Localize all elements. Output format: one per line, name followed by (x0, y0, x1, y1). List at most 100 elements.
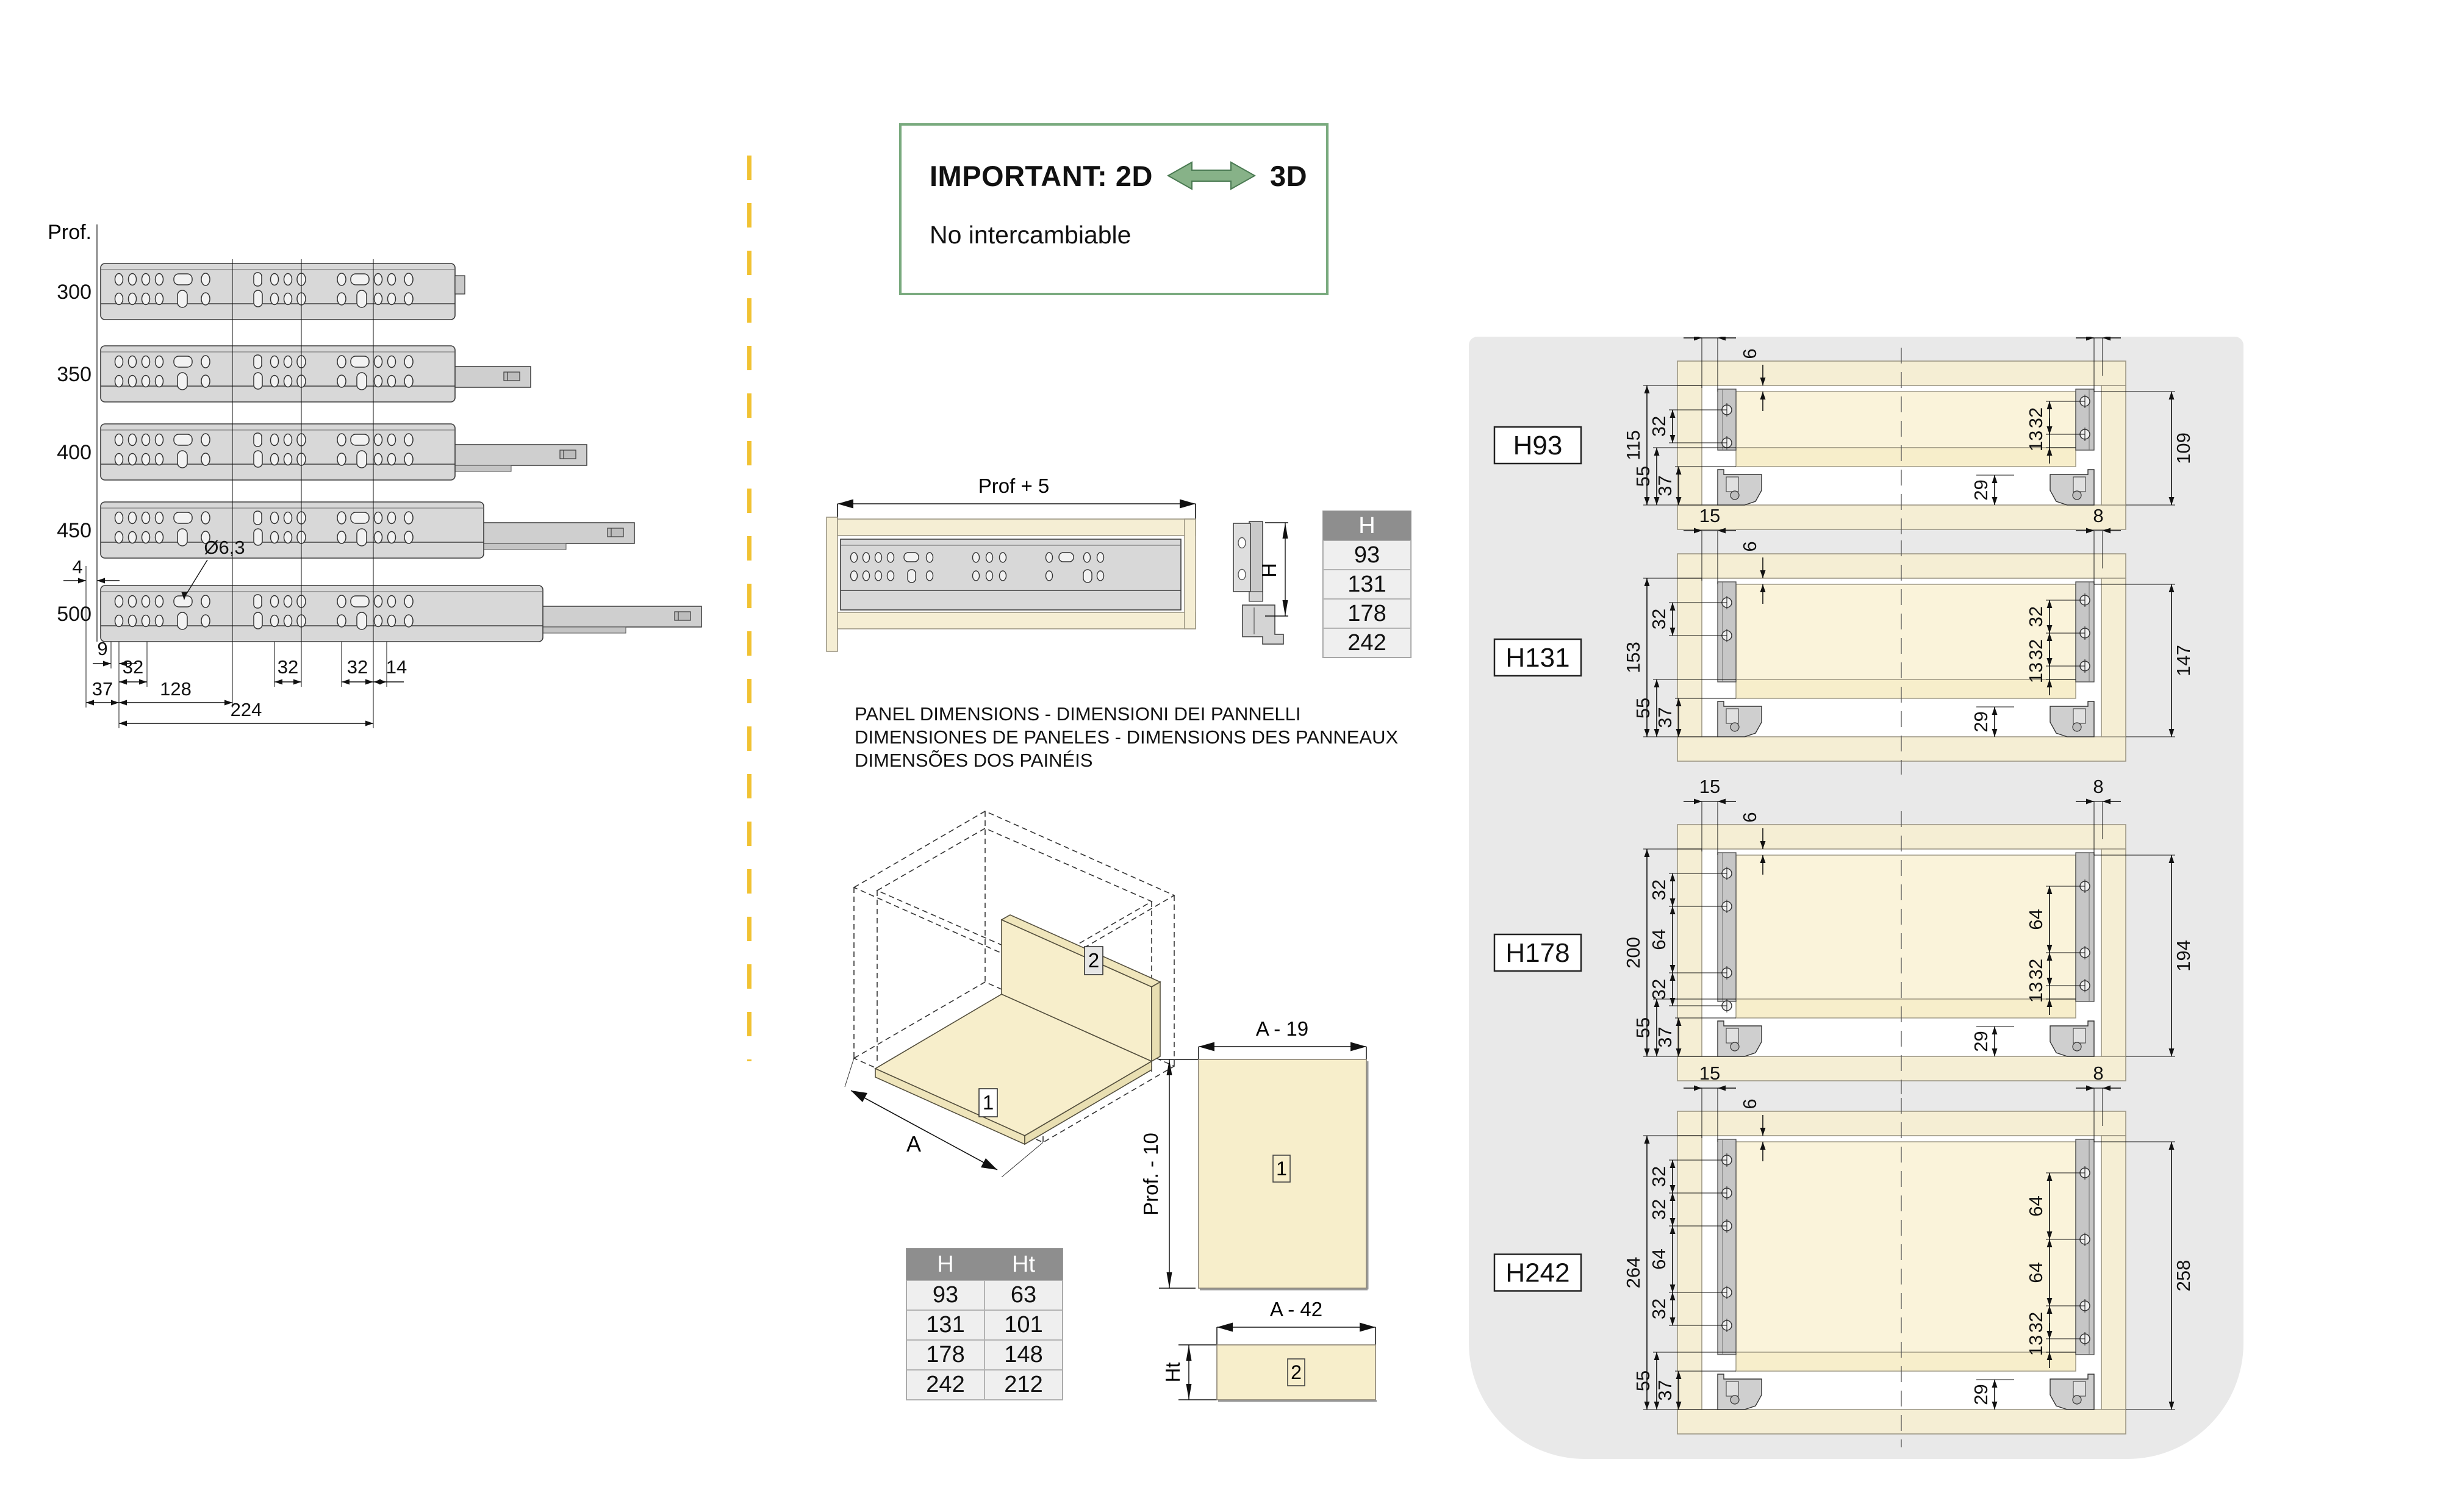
panel-dimensions-heading: PANEL DIMENSIONS - DIMENSIONI DEI PANNEL… (855, 703, 1398, 772)
panel2-height-label: Ht (1161, 1363, 1184, 1383)
dim-label: 64 (2025, 909, 2046, 930)
h-table-cell: 131 (1323, 570, 1411, 599)
profile-width-label: Prof + 5 (978, 476, 1049, 497)
dim-label: 147 (2173, 645, 2194, 676)
dim-label: 37 (1654, 1027, 1676, 1047)
important-box: IMPORTANT: 2D 3D No intercambiable (899, 123, 1329, 295)
rail-500: 500 (57, 585, 702, 642)
panel-drawings: A - 19 Prof. - 10 1 A - 42 Ht 2 (1139, 1017, 1377, 1402)
hht-cell: 63 (984, 1280, 1063, 1310)
iso-a-label: A (906, 1131, 921, 1156)
dim-label: 32 (1648, 1299, 1670, 1319)
dim-label: 32 (2025, 1312, 2046, 1333)
heading-line: DIMENSÕES DOS PAINÉIS (855, 750, 1093, 771)
panel1-height-label: Prof. - 10 (1139, 1133, 1162, 1216)
heading-line: DIMENSIONES DE PANELES - DIMENSIONS DES … (855, 726, 1399, 748)
dim-label: 37 (1654, 1380, 1676, 1400)
dim-label: 15 (1699, 776, 1720, 797)
drawing-label: H131 (1505, 643, 1569, 673)
dim-label: 32 (1648, 609, 1670, 629)
dim-label: 55 (1632, 1017, 1654, 1038)
hht-header-ht: Ht (984, 1249, 1063, 1280)
rail-length-label: 400 (57, 441, 91, 464)
rail-length-label: 350 (57, 363, 91, 386)
iso-tag-2: 2 (1088, 949, 1099, 972)
hht-cell: 212 (984, 1370, 1063, 1400)
green-2d3d-arrow-icon (1166, 161, 1257, 190)
dim-label: 64 (1648, 1249, 1670, 1269)
h-table: H 93 131 178 242 (1322, 511, 1411, 658)
dim-label: Ø6,3 (204, 537, 245, 558)
dim-label: 15 (1699, 1062, 1720, 1084)
hht-cell: 131 (906, 1310, 984, 1340)
dim-label: 37 (92, 678, 113, 700)
drawing-label: H93 (1513, 431, 1563, 460)
dim-label: 224 (231, 699, 262, 720)
dim-label: 8 (2093, 1062, 2103, 1084)
dim-label: 55 (1632, 466, 1654, 487)
iso-tag-1: 1 (983, 1091, 994, 1114)
dim-label: 37 (1654, 475, 1676, 496)
prof-axis-label: Prof. (48, 221, 91, 244)
dim-label: 13 (2025, 662, 2046, 683)
dim-label: 8 (2093, 776, 2103, 797)
dim-label: 32 (278, 656, 298, 678)
rail-length-label: 450 (57, 519, 91, 542)
dim-label: 6 (1739, 348, 1760, 359)
hht-cell: 101 (984, 1310, 1063, 1340)
panel1-width-label: A - 19 (1256, 1017, 1308, 1040)
side-profile-piece (1233, 521, 1284, 645)
dim-label: 15 (1699, 505, 1720, 526)
important-title: IMPORTANT: 2D (930, 159, 1153, 192)
dim-label: 153 (1623, 642, 1644, 673)
dim-label: 6 (1739, 1098, 1760, 1109)
dim-label: 194 (2173, 940, 2194, 972)
dim-label: 55 (1632, 698, 1654, 718)
h-table-cell: 178 (1323, 599, 1411, 628)
drawing-label: H178 (1505, 938, 1569, 968)
dim-label: 32 (2025, 606, 2046, 627)
dim-label: 32 (1648, 1166, 1670, 1187)
dim-label: 13 (2025, 1335, 2046, 1356)
dim-label: 32 (2025, 639, 2046, 660)
dim-label: 29 (1970, 1384, 1992, 1405)
dim-label: 32 (2025, 959, 2046, 980)
iso-panel1 (874, 994, 1153, 1145)
dim-label: 13 (2025, 982, 2046, 1003)
hht-cell: 93 (906, 1280, 984, 1310)
hht-cell: 178 (906, 1340, 984, 1370)
iso-drawing: 1 2 A (844, 811, 1175, 1177)
dim-label: 32 (2025, 407, 2046, 428)
hht-cell: 242 (906, 1370, 984, 1400)
dim-label: 32 (1648, 880, 1670, 900)
dim-label: 55 (1632, 1370, 1654, 1391)
h-table-cell: 242 (1323, 628, 1411, 657)
dim-label: 200 (1623, 937, 1644, 969)
installation-drawings: 1586115325537321310929H93158615332553732… (1493, 337, 2194, 1447)
profile-diagram: Prof + 5 (826, 476, 1288, 652)
dim-label: 9 (97, 638, 107, 659)
drawing-label: H242 (1505, 1258, 1569, 1288)
important-note: No intercambiable (930, 221, 1132, 249)
panel2-tag: 2 (1291, 1361, 1302, 1383)
heading-line: PANEL DIMENSIONS - DIMENSIONI DEI PANNEL… (855, 703, 1301, 725)
dim-label: 13 (2025, 431, 2046, 451)
dim-label: 37 (1654, 707, 1676, 728)
dim-label: 115 (1623, 430, 1644, 460)
dim-label: 29 (1970, 1031, 1992, 1052)
rail-length-label: 300 (57, 281, 91, 304)
panel2-width-label: A - 42 (1270, 1298, 1322, 1320)
dim-label: 264 (1623, 1257, 1644, 1289)
rail-300: 300 (57, 263, 465, 320)
dim-label: 32 (1648, 979, 1670, 1000)
drawing-H93: 1586115325537321310929H93 (1493, 337, 2194, 543)
dim-label: 128 (160, 678, 192, 700)
h-table-cell: 93 (1323, 540, 1411, 570)
drawer-side-view (840, 539, 1182, 611)
h-table-header: H (1323, 511, 1411, 540)
panel1-tag: 1 (1276, 1158, 1287, 1180)
dashed-divider (747, 156, 751, 1061)
